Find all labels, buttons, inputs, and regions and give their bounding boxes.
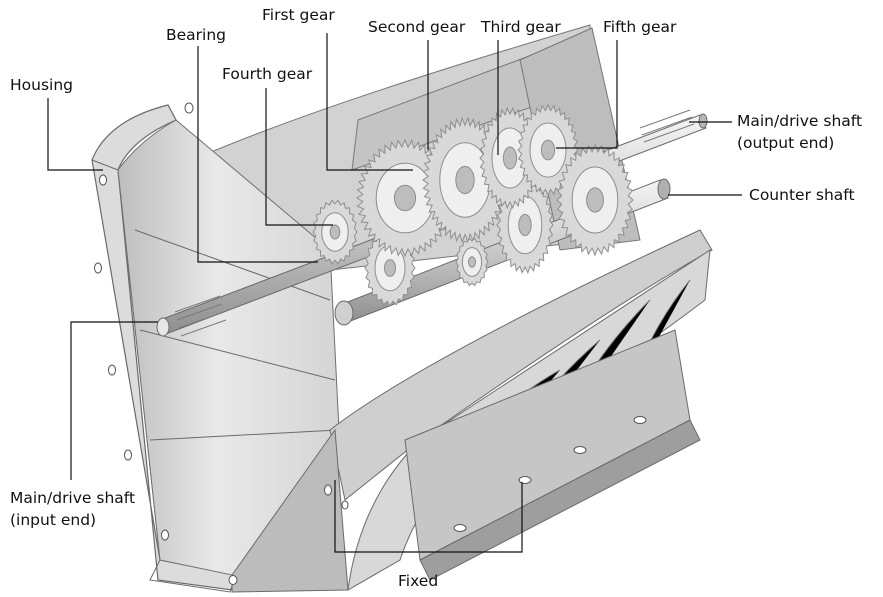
label-main-shaft-input-2: (input end) (10, 511, 96, 529)
label-fourth-gear: Fourth gear (222, 65, 313, 83)
counter-small-gear-shape (455, 237, 489, 287)
label-fixed: Fixed (398, 572, 438, 590)
leader-fifth-gear (556, 40, 618, 149)
label-first-gear: First gear (262, 6, 335, 24)
label-main-shaft-output-2: (output end) (737, 134, 834, 152)
leader-input-shaft (70, 321, 158, 480)
fourth-gear-main-shape (312, 199, 358, 265)
leader-fourth-gear (265, 88, 333, 226)
label-bearing: Bearing (166, 26, 226, 44)
label-third-gear: Third gear (480, 18, 561, 36)
label-housing: Housing (10, 76, 73, 94)
gear-train-illustration (156, 103, 708, 337)
leader-housing (47, 98, 103, 171)
leader-lines (47, 33, 742, 553)
label-fifth-gear: Fifth gear (603, 18, 677, 36)
label-main-shaft-output-1: Main/drive shaft (737, 112, 862, 130)
leader-fixed (334, 480, 523, 553)
label-second-gear: Second gear (368, 18, 466, 36)
label-counter-shaft: Counter shaft (749, 186, 855, 204)
leader-first-gear (326, 33, 413, 171)
label-main-shaft-input-1: Main/drive shaft (10, 489, 135, 507)
fifth-gear-counter-shape (556, 143, 634, 257)
leader-bearing (197, 46, 318, 263)
third-gear-main-shape (479, 106, 541, 210)
